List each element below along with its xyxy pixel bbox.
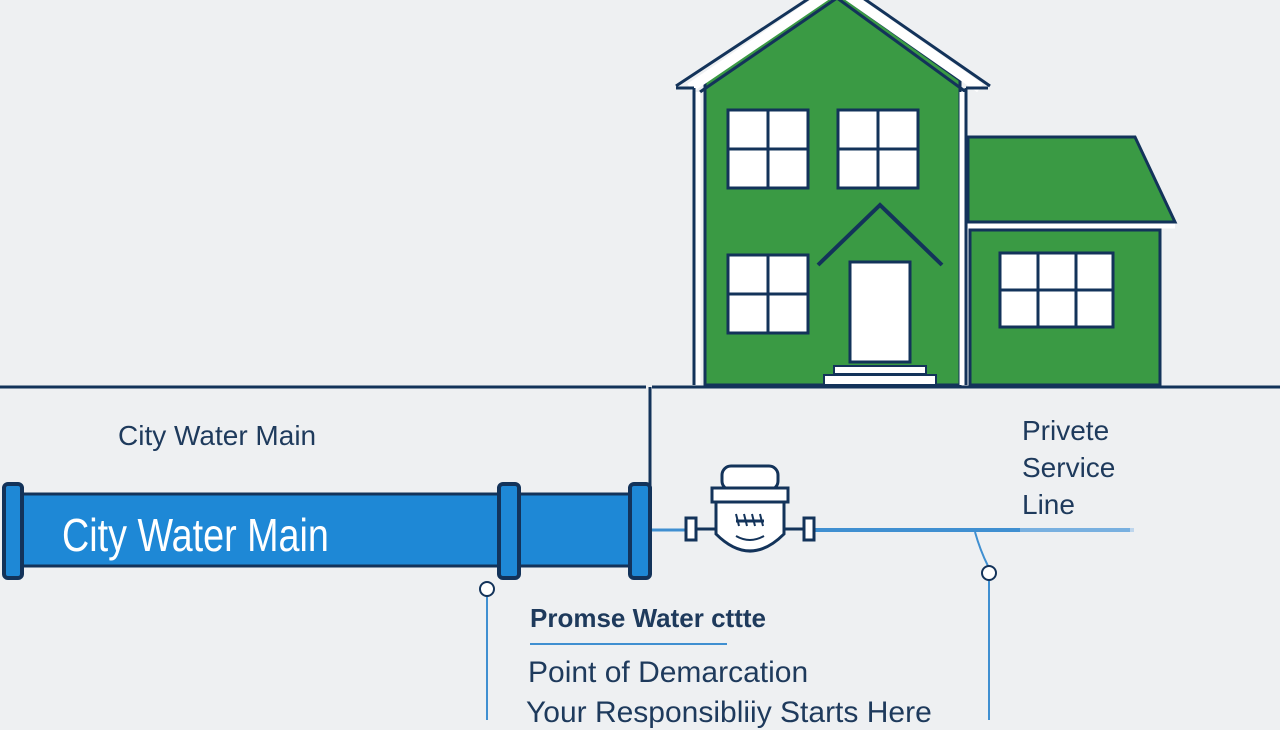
window	[726, 253, 810, 335]
callout-marker	[981, 565, 997, 581]
demarcation-label: Point of Demarcation	[528, 656, 809, 689]
private-service-line-label-line3: Line	[1022, 489, 1075, 520]
callout-lines	[486, 531, 990, 720]
door	[848, 260, 912, 364]
private-service-line-label-line2: Service	[1022, 452, 1116, 483]
ground-line	[0, 385, 1280, 498]
private-service-line-label: Privete Service Line	[1022, 412, 1115, 523]
house-icon	[675, 0, 1178, 387]
private-service-line-label-line1: Privete	[1022, 415, 1110, 446]
city-water-main-label: City Water Main	[118, 420, 317, 451]
city-water-main-pipe	[2, 482, 652, 580]
window	[836, 108, 920, 190]
callout-marker	[479, 581, 495, 597]
water-meter-icon	[684, 464, 816, 553]
premise-water-label: Promse Water cttte	[530, 603, 766, 633]
city-water-main-pipe-label: City Water Main	[62, 509, 329, 561]
responsibility-label: Your Responsibliiy Starts Here	[526, 696, 932, 729]
window	[998, 251, 1115, 329]
window	[726, 108, 810, 190]
